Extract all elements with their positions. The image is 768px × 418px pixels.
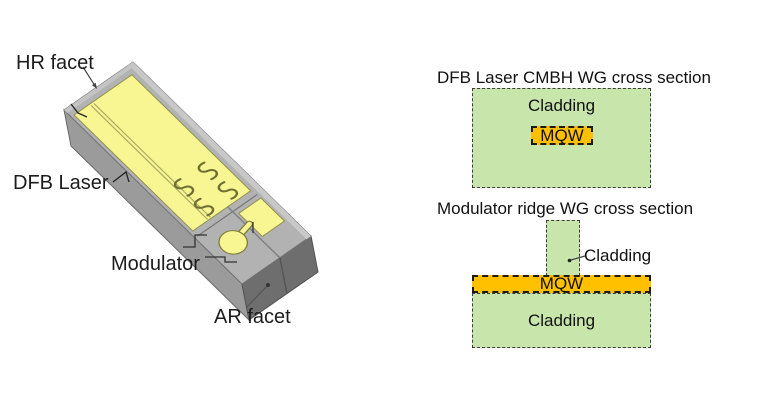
hr-facet-corner-mark bbox=[70, 103, 88, 118]
meander-traces bbox=[173, 161, 239, 217]
dfb-mqw-box: MQW bbox=[531, 126, 593, 145]
modulator-circular-pad bbox=[218, 230, 249, 255]
modulator-cross-section-title: Modulator ridge WG cross section bbox=[437, 199, 694, 218]
ridge-cladding-leader-dot bbox=[567, 258, 572, 263]
isolation-trench-line bbox=[196, 194, 258, 237]
modulator-ridge-box bbox=[546, 220, 580, 276]
dfb-cross-section-title: DFB Laser CMBH WG cross section bbox=[437, 68, 711, 87]
modulator-lower-cladding-box: Cladding bbox=[472, 293, 651, 348]
dfb-cladding-box: Cladding MQW bbox=[472, 88, 651, 188]
chip-edge-bevel bbox=[128, 62, 312, 240]
ar-facet-label: AR facet bbox=[214, 306, 291, 328]
dfb-laser-leader-line bbox=[112, 170, 130, 183]
ar-facet-leader-dot bbox=[266, 283, 270, 287]
ar-facet-leader-line bbox=[245, 285, 268, 309]
hr-facet-edge-bevel bbox=[64, 62, 137, 114]
ridge-cladding-leader-line bbox=[570, 255, 586, 261]
hr-facet-arrow-head bbox=[91, 82, 97, 89]
modulator-trace-upper bbox=[183, 234, 207, 248]
modulator-label: Modulator bbox=[111, 253, 200, 275]
dfb-cladding-label: Cladding bbox=[527, 96, 596, 115]
laser-ridge-groove-line bbox=[90, 105, 209, 220]
hr-facet-arrow-line bbox=[82, 66, 95, 85]
dfb-laser-contact-pad bbox=[73, 74, 252, 232]
dfb-laser-label: DFB Laser bbox=[13, 172, 109, 194]
waveguide-line bbox=[227, 206, 281, 259]
modulator-trace-lower bbox=[205, 256, 237, 263]
hr-facet-label: HR facet bbox=[16, 52, 94, 74]
ridge-cladding-label: Cladding bbox=[584, 246, 652, 265]
waveguide-front-face-line bbox=[279, 257, 288, 295]
ridge-cladding-leader bbox=[567, 255, 586, 263]
chip-top-face-details bbox=[64, 62, 312, 259]
modulator-mqw-strip: MQW bbox=[472, 274, 651, 293]
laser-ridge-groove-line bbox=[93, 103, 212, 218]
